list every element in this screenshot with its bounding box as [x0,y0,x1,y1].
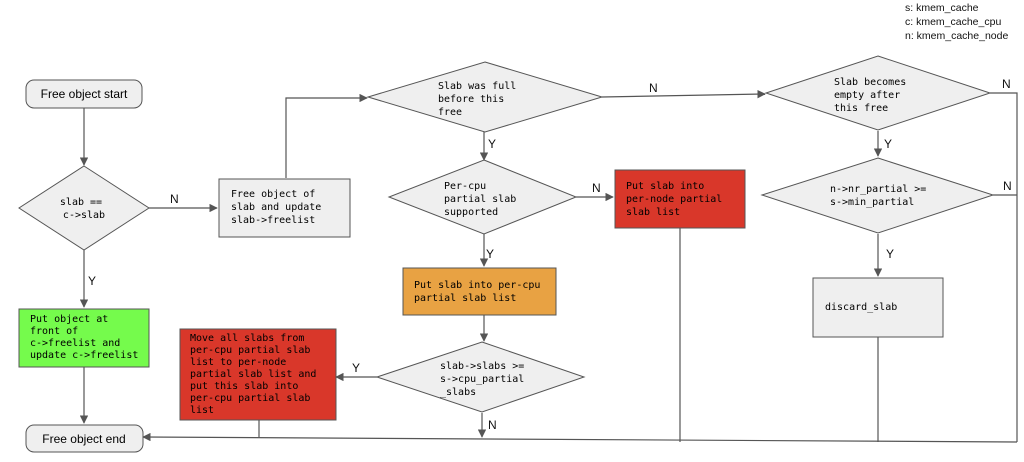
put-front-shape [18,308,150,368]
cond-empty-shape [764,55,992,131]
edge-label-percpu-no: N [592,181,601,195]
nodes: Free object start slab == c->slab Free o… [18,55,995,453]
cond-nr-partial-label: n->nr_partial >= s->min_partial [830,184,932,208]
node-cond-slabs-ge-cpu-partial: slab->slabs >= s->cpu_partial _slabs [375,341,586,413]
edge-label-full-yes: Y [488,137,496,151]
start-label: Free object start [41,87,128,101]
node-move-all-slabs: Move all slabs from per-cpu partial slab… [179,328,337,421]
edge-label-slabs-yes: Y [352,361,360,375]
cond-empty-label: Slab becomes empty after this free [834,77,912,114]
edge-label-c-slab-no: N [170,192,179,206]
edges [79,89,1018,443]
node-free-object-update: Free object of slab and update slab->fre… [218,178,351,238]
cond-percpu-label: Per-cpu partial slab supported [444,181,522,218]
legend: s: kmem_cache c: kmem_cache_cpu n: kmem_… [905,2,1008,42]
end-shape [25,424,144,453]
edge-empty-no [990,92,1018,442]
free-update-shape [218,178,351,238]
node-put-per-node-partial: Put slab into per-node partial slab list [614,169,746,229]
cond-c-slab-label: slab == c->slab [60,197,108,221]
cond-slabs-shape [375,341,586,413]
edge-label-full-no: N [649,81,658,95]
node-discard-slab: discard_slab [812,277,944,338]
node-cond-nr-partial-ge-min: n->nr_partial >= s->min_partial [760,157,995,234]
edge-label-empty-no: N [1002,77,1011,91]
discard-shape [812,277,944,338]
cond-nr-partial-shape [760,157,995,234]
edge-return-to-end [142,432,1018,443]
node-put-per-cpu-partial: Put slab into per-cpu partial slab list [402,267,557,316]
edge-label-nr-partial-no: N [1003,179,1012,193]
edge-label-empty-yes: Y [884,137,892,151]
node-cond-percpu-supported: Per-cpu partial slab supported [387,159,578,235]
put-node-partial-shape [614,169,746,229]
node-cond-slab-becomes-empty: Slab becomes empty after this free [764,55,992,131]
cond-full-shape [366,61,604,133]
edge-labels: N Y N Y N Y Y N N Y N Y [88,77,1012,432]
node-free-object-start: Free object start [25,79,143,109]
move-all-shape [179,328,337,421]
node-free-object-end: Free object end [25,424,144,453]
edge-label-c-slab-yes: Y [88,274,96,288]
legend-line-s: s: kmem_cache [905,2,979,14]
start-shape [25,79,143,109]
edge-free-update-to-cond-full [285,93,368,178]
node-cond-slab-eq-c-slab: slab == c->slab [18,165,150,251]
cond-percpu-shape [387,159,578,235]
put-front-label: Put object at front of c->freelist and u… [30,314,138,361]
move-all-label: Move all slabs from per-cpu partial slab… [190,333,322,416]
put-cpu-partial-shape [402,267,557,316]
cond-full-label: Slab was full before this free [438,81,522,118]
edge-label-slabs-no: N [488,418,497,432]
end-label: Free object end [42,432,125,446]
legend-line-c: c: kmem_cache_cpu [905,16,1001,28]
cond-slabs-label: slab->slabs >= s->cpu_partial _slabs [440,361,530,398]
legend-line-n: n: kmem_cache_node [905,30,1008,42]
cond-c-slab-shape [18,165,150,251]
edge-label-nr-partial-yes: Y [886,247,894,261]
node-cond-slab-was-full: Slab was full before this free [366,61,604,133]
discard-label: discard_slab [825,302,897,313]
put-cpu-partial-label: Put slab into per-cpu partial slab list [414,280,546,304]
edge-label-percpu-yes: Y [486,247,494,261]
put-node-partial-label: Put slab into per-node partial slab list [626,181,728,218]
free-update-label: Free object of slab and update slab->fre… [231,189,327,226]
node-put-object-front: Put object at front of c->freelist and u… [18,308,150,368]
edge-full-no [601,89,766,99]
